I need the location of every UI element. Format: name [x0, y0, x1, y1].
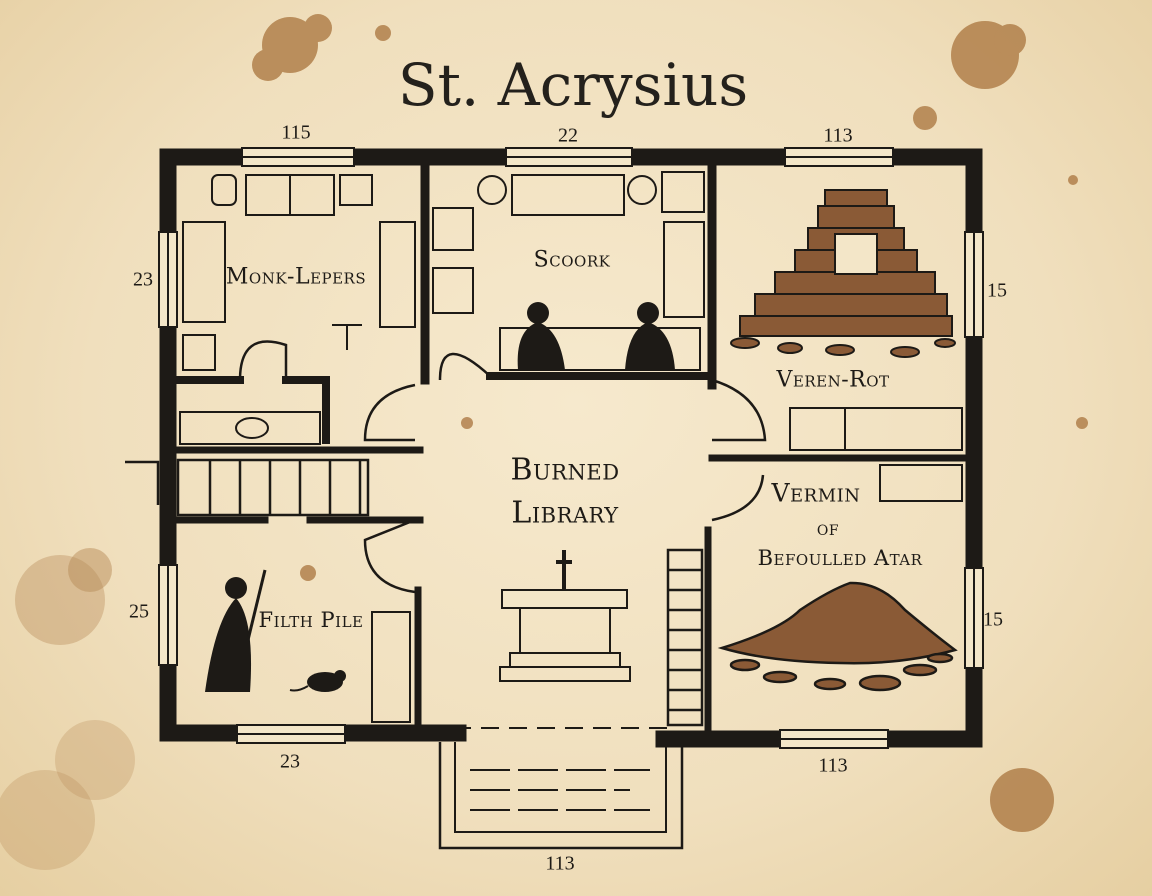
monk-figures-icon	[205, 302, 675, 692]
room-label-vermin: Vermin	[771, 478, 861, 508]
room-label-befoulled-atar: Befoulled Atar	[757, 546, 923, 570]
book-pile-icon	[730, 189, 956, 358]
room-label-library: Library	[511, 495, 619, 531]
room-label-burned: Burned	[510, 452, 620, 488]
dimension-right-upper: 15	[987, 279, 1007, 302]
rat-icon	[289, 670, 346, 692]
windows	[158, 147, 984, 749]
room-label-veren-rot: Veren-Rot	[776, 367, 890, 393]
dimension-bottom-left: 23	[280, 750, 300, 773]
dimension-top-right: 113	[823, 124, 853, 147]
dimension-left-lower: 25	[129, 600, 149, 623]
room-label-of: of	[816, 516, 840, 540]
dung-pile-icon	[717, 581, 958, 692]
library-chamber	[125, 340, 767, 727]
coffee-stains	[0, 14, 1088, 870]
walls	[159, 148, 983, 748]
room-label-filth-pile: Filth Pile	[258, 608, 364, 632]
dimension-top-center: 22	[558, 124, 578, 147]
room-label-monk-lepers: Monk-Lepers	[225, 264, 367, 290]
dimension-right-lower: 15	[983, 608, 1003, 631]
dimension-bottom-entrance: 113	[545, 852, 575, 875]
dimension-top-left: 115	[281, 121, 311, 144]
furniture	[179, 171, 963, 850]
dimension-left-upper: 23	[133, 268, 153, 291]
map-title: St. Acrysius	[397, 51, 749, 119]
dimension-bottom-right: 113	[818, 754, 848, 777]
room-label-scoork: Scoork	[533, 247, 611, 273]
